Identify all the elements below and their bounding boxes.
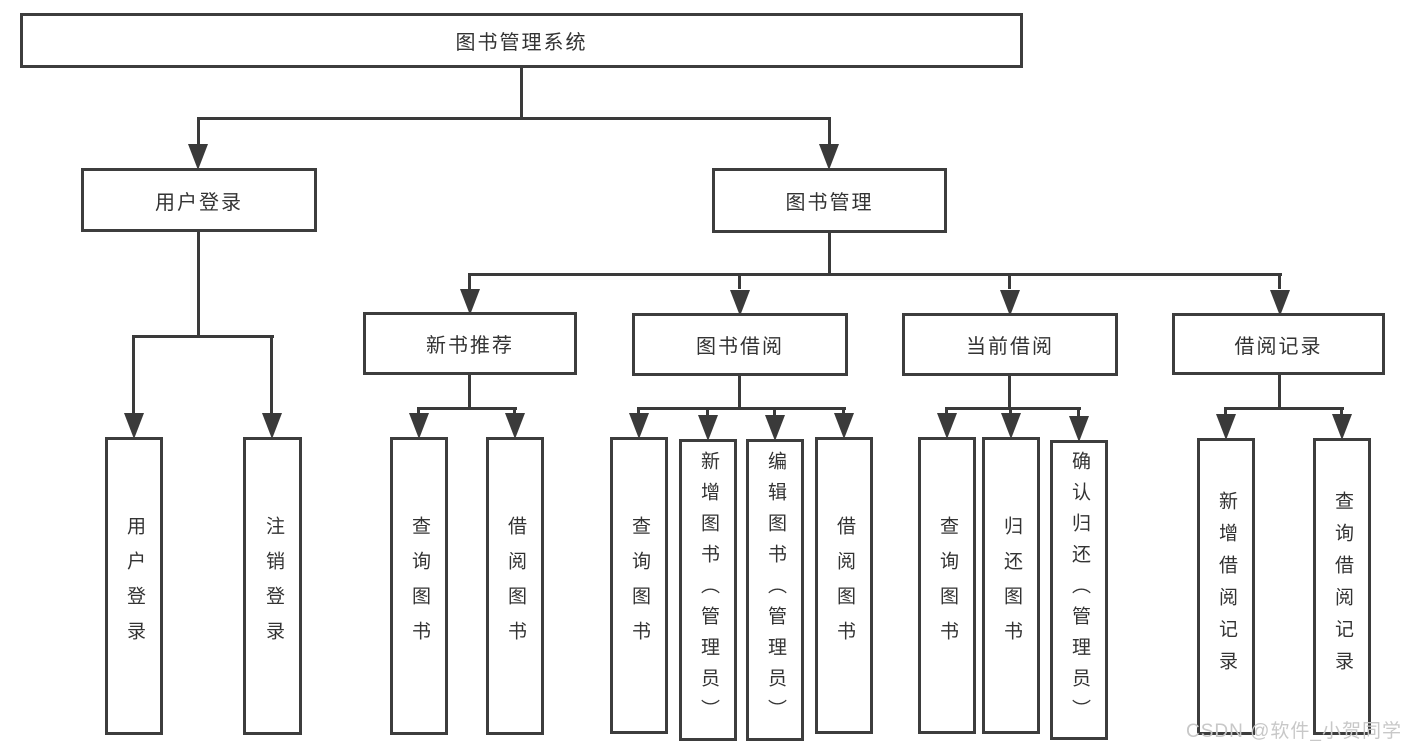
arrowhead-down-icon — [124, 413, 144, 439]
arrowhead-down-icon — [629, 413, 649, 439]
connector-line — [520, 67, 523, 118]
leaf-borrow-books-borrowing: 借阅图书 — [815, 437, 873, 734]
connector-line — [197, 117, 200, 145]
connector-line — [197, 232, 200, 335]
leaf-add-books-admin: 新增图书（管理员） — [679, 439, 737, 741]
node-book-borrowing: 图书借阅 — [632, 313, 848, 376]
arrowhead-down-icon — [1216, 414, 1236, 440]
connector-line — [197, 117, 831, 120]
connector-line — [945, 407, 1081, 410]
connector-line — [1340, 407, 1343, 414]
connector-line — [270, 335, 273, 413]
arrowhead-down-icon — [1069, 416, 1089, 442]
csdn-watermark: CSDN @软件_小贺同学 — [1186, 721, 1402, 742]
arrowhead-down-icon — [937, 413, 957, 439]
connector-line — [132, 335, 274, 338]
leaf-return-books: 归还图书 — [982, 437, 1040, 734]
node-current-borrowing: 当前借阅 — [902, 313, 1118, 376]
connector-line — [417, 407, 517, 410]
connector-line — [637, 407, 640, 413]
arrowhead-down-icon — [819, 144, 839, 170]
leaf-query-borrow-record: 查询借阅记录 — [1313, 438, 1371, 735]
connector-line — [842, 407, 845, 413]
connector-line — [706, 407, 709, 415]
arrowhead-down-icon — [730, 290, 750, 316]
connector-line — [468, 375, 471, 408]
connector-line — [132, 335, 135, 413]
connector-line — [738, 273, 741, 289]
connector-line — [1008, 273, 1011, 289]
connector-line — [738, 376, 741, 408]
connector-line — [1077, 407, 1080, 416]
connector-line — [1009, 407, 1012, 413]
arrowhead-down-icon — [1000, 290, 1020, 316]
arrowhead-down-icon — [1270, 290, 1290, 316]
arrowhead-down-icon — [409, 413, 429, 439]
connector-line — [1224, 407, 1344, 410]
node-library-management-system: 图书管理系统 — [20, 13, 1023, 68]
arrowhead-down-icon — [765, 415, 785, 441]
node-borrowing-records: 借阅记录 — [1172, 313, 1385, 375]
leaf-borrow-books-recommend: 借阅图书 — [486, 437, 544, 735]
connector-line — [773, 407, 776, 415]
connector-line — [828, 117, 831, 145]
arrowhead-down-icon — [460, 289, 480, 315]
arrowhead-down-icon — [1001, 413, 1021, 439]
connector-line — [1224, 407, 1227, 414]
connector-line — [417, 407, 420, 413]
connector-line — [1008, 376, 1011, 408]
leaf-query-books-borrowing: 查询图书 — [610, 437, 668, 734]
leaf-add-borrow-record: 新增借阅记录 — [1197, 438, 1255, 735]
leaf-query-books-current: 查询图书 — [918, 437, 976, 734]
connector-line — [468, 273, 1282, 276]
connector-line — [513, 407, 516, 413]
connector-line — [468, 273, 471, 289]
leaf-confirm-return-admin: 确认归还（管理员） — [1050, 440, 1108, 740]
connector-line — [637, 407, 846, 410]
node-user-login: 用户登录 — [81, 168, 317, 232]
leaf-user-login: 用户登录 — [105, 437, 163, 735]
node-new-book-recommend: 新书推荐 — [363, 312, 577, 375]
arrowhead-down-icon — [1332, 414, 1352, 440]
leaf-edit-books-admin: 编辑图书（管理员） — [746, 439, 804, 741]
connector-line — [1278, 375, 1281, 408]
arrowhead-down-icon — [188, 144, 208, 170]
arrowhead-down-icon — [505, 413, 525, 439]
arrowhead-down-icon — [834, 413, 854, 439]
leaf-logout: 注销登录 — [243, 437, 302, 735]
connector-line — [828, 233, 831, 273]
connector-line — [1278, 273, 1281, 289]
connector-line — [945, 407, 948, 413]
node-book-management: 图书管理 — [712, 168, 947, 233]
arrowhead-down-icon — [262, 413, 282, 439]
arrowhead-down-icon — [698, 415, 718, 441]
leaf-query-books-recommend: 查询图书 — [390, 437, 448, 735]
